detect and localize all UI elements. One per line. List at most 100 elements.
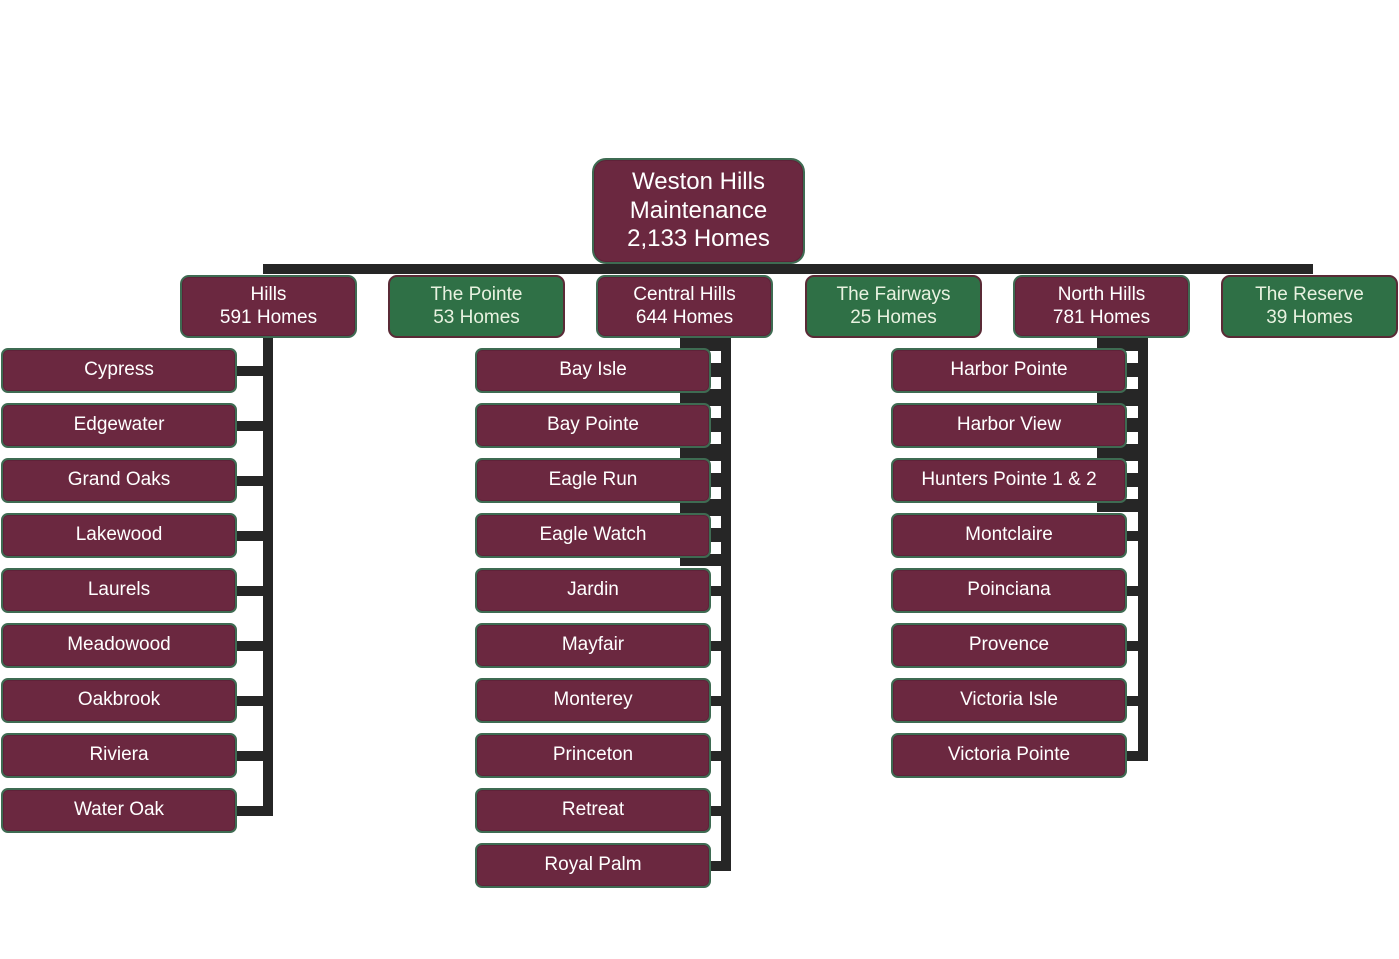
connector-gap <box>709 706 721 719</box>
connector-branch <box>709 530 731 541</box>
connector-branch <box>1125 640 1148 651</box>
region-homes: 39 Homes <box>1266 306 1353 328</box>
connector-branch <box>236 640 273 651</box>
connector-gap <box>709 736 721 748</box>
connector-branch <box>709 640 731 651</box>
connector-gap <box>709 351 721 363</box>
community-node[interactable]: Mayfair <box>475 623 711 668</box>
connector-gap <box>709 431 721 444</box>
community-node[interactable]: Royal Palm <box>475 843 711 888</box>
connector-gap <box>1125 376 1138 389</box>
connector-gap <box>709 681 721 693</box>
community-name: Montclaire <box>965 524 1053 546</box>
community-node[interactable]: Grand Oaks <box>1 458 237 503</box>
community-node[interactable]: Provence <box>891 623 1127 668</box>
region-node-hills[interactable]: Hills 591 Homes <box>180 275 357 338</box>
connector-gap <box>1125 761 1138 774</box>
region-homes: 644 Homes <box>635 306 734 328</box>
region-name: The Pointe <box>430 283 523 305</box>
root-node[interactable]: Weston Hills Maintenance 2,133 Homes <box>592 158 805 264</box>
community-name: Lakewood <box>75 524 163 546</box>
connector-gap <box>1125 736 1138 748</box>
connector-gap <box>1125 706 1138 719</box>
community-name: Eagle Watch <box>539 524 647 546</box>
connector-north-vertical <box>1138 336 1148 761</box>
community-node[interactable]: Riviera <box>1 733 237 778</box>
region-name: Hills <box>250 283 287 305</box>
community-name: Harbor Pointe <box>950 359 1068 381</box>
community-node[interactable]: Hunters Pointe 1 & 2 <box>891 458 1127 503</box>
community-node[interactable]: Poinciana <box>891 568 1127 613</box>
community-name: Princeton <box>552 744 634 766</box>
region-node-the-reserve[interactable]: The Reserve 39 Homes <box>1221 275 1398 338</box>
region-node-north-hills[interactable]: North Hills 781 Homes <box>1013 275 1190 338</box>
community-name: Meadowood <box>67 634 171 656</box>
connector-branch <box>1125 695 1148 706</box>
community-node[interactable]: Harbor View <box>891 403 1127 448</box>
region-node-central-hills[interactable]: Central Hills 644 Homes <box>596 275 773 338</box>
connector-central-vertical <box>721 336 731 871</box>
connector-branch <box>709 585 731 596</box>
connector-branch <box>1125 420 1148 431</box>
connector-branch <box>236 365 273 376</box>
community-node[interactable]: Water Oak <box>1 788 237 833</box>
community-node[interactable]: Laurels <box>1 568 237 613</box>
community-node[interactable]: Retreat <box>475 788 711 833</box>
connector-gap <box>1125 571 1138 583</box>
community-node[interactable]: Bay Isle <box>475 348 711 393</box>
connector-branch <box>1125 750 1148 761</box>
connector-branch <box>709 860 731 871</box>
connector-gap <box>709 596 721 609</box>
connector-branch <box>709 420 731 431</box>
community-name: Harbor View <box>956 414 1062 436</box>
region-node-the-fairways[interactable]: The Fairways 25 Homes <box>805 275 982 338</box>
community-node[interactable]: Cypress <box>1 348 237 393</box>
connector-gap <box>709 406 721 418</box>
community-node[interactable]: Victoria Isle <box>891 678 1127 723</box>
region-homes: 53 Homes <box>433 306 520 328</box>
community-node[interactable]: Victoria Pointe <box>891 733 1127 778</box>
connector-branch <box>236 805 273 816</box>
community-node[interactable]: Harbor Pointe <box>891 348 1127 393</box>
community-name: Hunters Pointe 1 & 2 <box>921 469 1097 491</box>
community-name: Oakbrook <box>77 689 161 711</box>
community-node[interactable]: Monterey <box>475 678 711 723</box>
community-name: Provence <box>968 634 1050 656</box>
region-node-the-pointe[interactable]: The Pointe 53 Homes <box>388 275 565 338</box>
community-name: Jardin <box>567 579 619 601</box>
community-name: Water Oak <box>73 799 165 821</box>
connector-gap <box>709 516 721 528</box>
region-name: The Reserve <box>1255 283 1364 305</box>
connector-gap <box>1125 541 1138 554</box>
community-node[interactable]: Meadowood <box>1 623 237 668</box>
connector-gap <box>1125 461 1138 473</box>
community-name: Laurels <box>87 579 151 601</box>
connector-branch <box>1125 475 1148 486</box>
community-node[interactable]: Eagle Watch <box>475 513 711 558</box>
connector-branch <box>709 365 731 376</box>
connector-gap <box>709 541 721 554</box>
community-node[interactable]: Lakewood <box>1 513 237 558</box>
region-name: North Hills <box>1057 283 1146 305</box>
community-name: Bay Pointe <box>547 414 639 436</box>
connector-gap <box>1125 431 1138 444</box>
community-name: Victoria Pointe <box>947 744 1071 766</box>
community-node[interactable]: Edgewater <box>1 403 237 448</box>
community-node[interactable]: Jardin <box>475 568 711 613</box>
root-title-line1: Weston Hills <box>632 167 765 195</box>
community-name: Royal Palm <box>544 854 642 876</box>
connector-hills-vertical <box>263 336 273 816</box>
connector-branch <box>709 805 731 816</box>
community-node[interactable]: Eagle Run <box>475 458 711 503</box>
connector-branch <box>709 475 731 486</box>
community-node[interactable]: Bay Pointe <box>475 403 711 448</box>
community-node[interactable]: Oakbrook <box>1 678 237 723</box>
connector-gap <box>709 761 721 774</box>
community-node[interactable]: Montclaire <box>891 513 1127 558</box>
connector-branch <box>709 750 731 761</box>
community-node[interactable]: Princeton <box>475 733 711 778</box>
root-title-line2: Maintenance <box>629 196 768 224</box>
connector-branch <box>709 695 731 706</box>
community-name: Eagle Run <box>548 469 638 491</box>
